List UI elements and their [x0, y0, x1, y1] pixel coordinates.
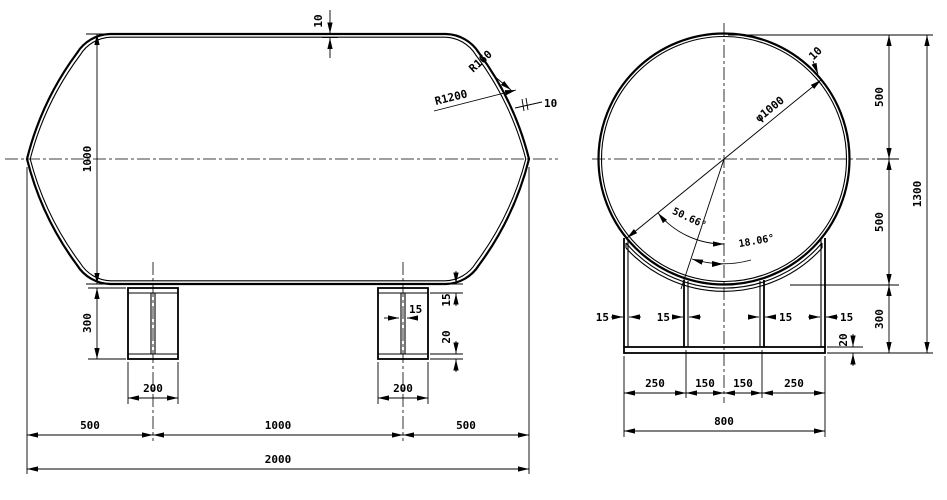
dim-label: 1000: [81, 146, 94, 173]
dim-left-leg-width: 200: [127, 362, 179, 404]
dim-saddle-plate-thicknesses: 15 15 15 15: [596, 311, 854, 324]
tick-mark: [521, 98, 525, 112]
dim-label: 15: [779, 311, 792, 324]
saddle-wear-plate-arc: [625, 247, 823, 292]
tick-mark: [525, 97, 529, 111]
side-view: 1000 300 10 R160 R1200: [5, 10, 558, 474]
dim-label: 1300: [911, 181, 924, 208]
dim-label: 18.06°: [738, 233, 775, 250]
dim-tank-height: 1000: [81, 33, 108, 285]
dim-label: 250: [645, 377, 665, 390]
dim-label: 15: [440, 293, 453, 306]
saddle-support: [623, 238, 826, 354]
dim-label: 200: [393, 382, 413, 395]
saddle-wear-plate-arc: [625, 242, 823, 289]
dim-leg-base-plate: 20: [430, 330, 463, 372]
tick-mark: [815, 77, 823, 86]
dim-label: 200: [143, 382, 163, 395]
dim-saddle-base-plate: 20: [827, 333, 863, 366]
dim-label: 250: [784, 377, 804, 390]
dim-label: 150: [695, 377, 715, 390]
dim-label: 300: [81, 313, 94, 333]
dim-height-chain: 500 500 300 1300: [728, 34, 933, 354]
angle-arc-small: [691, 258, 752, 265]
dim-label: 800: [714, 415, 734, 428]
dim-saddle-width-chain: 250 150 150 250 800: [623, 350, 826, 437]
tank-outline-inner: [29, 36, 527, 282]
dim-leg-top-plate: 15: [430, 271, 463, 307]
dim-label: 15: [657, 311, 670, 324]
dim-label: 500: [873, 212, 886, 232]
dim-saddle-angles: 50.66° 18.06°: [657, 158, 775, 290]
dim-leg-height: 300: [81, 287, 126, 360]
leader-line: [433, 89, 517, 112]
dim-label: 20: [837, 333, 850, 346]
end-view: φ1000 10 50.66° 18.06° 15 15: [592, 23, 933, 437]
dim-right-leg-width: 200: [377, 362, 429, 404]
dim-label: 15: [596, 311, 609, 324]
dim-label: 10: [544, 97, 557, 110]
dim-label: φ1000: [753, 94, 787, 125]
dim-top-wall-thickness: 10: [312, 10, 338, 58]
dim-label: 2000: [265, 453, 292, 466]
dim-label: 10: [312, 14, 325, 27]
dim-leg-web-thickness: 15: [384, 303, 422, 321]
dim-label: 150: [733, 377, 753, 390]
leader-line: [811, 60, 819, 75]
dim-label: 20: [440, 330, 453, 343]
dim-head-wall-thickness: 10: [514, 97, 557, 112]
dim-label: R1200: [434, 87, 469, 108]
dim-length-chain: 500 1000 500 2000: [26, 167, 530, 474]
dim-label: 15: [409, 303, 422, 316]
left-leg: [127, 262, 179, 441]
angle-arc-large: [657, 212, 725, 247]
dim-label: 10: [806, 44, 825, 63]
dim-label: 500: [80, 419, 100, 432]
dim-label: 50.66°: [670, 206, 707, 231]
dim-label: 15: [840, 311, 853, 324]
dim-label: 1000: [265, 419, 292, 432]
dim-label: 300: [873, 309, 886, 329]
tick-mark: [817, 75, 825, 85]
saddle-base-plate: [623, 346, 826, 354]
dimension-line: [514, 101, 543, 109]
right-leg: [377, 262, 429, 441]
arrowhead: [712, 261, 723, 267]
dim-label: 500: [873, 87, 886, 107]
leader-line: [493, 75, 512, 91]
dim-label: 500: [456, 419, 476, 432]
